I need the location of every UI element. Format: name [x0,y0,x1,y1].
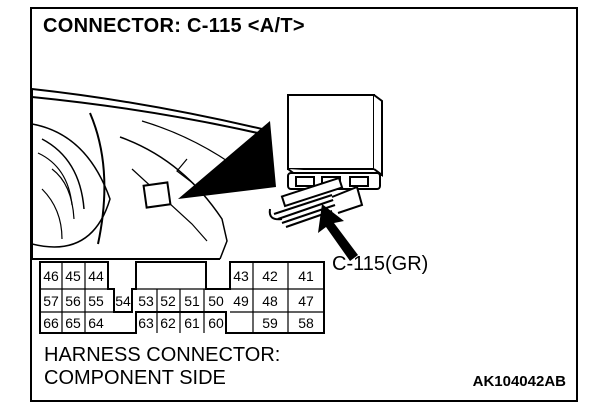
pin-label: 42 [262,268,278,284]
pointer-arrow [318,204,358,261]
pin-label: 49 [233,293,249,309]
pin-label: 53 [138,293,154,309]
caption-line-2: COMPONENT SIDE [44,367,226,389]
pin-label: 63 [138,315,154,331]
pin-label: 62 [160,315,176,331]
pin-label: 45 [65,268,81,284]
pin-label: 58 [298,315,314,331]
pin-label: 52 [160,293,176,309]
pin-label: 59 [262,315,278,331]
dashboard-illustration [32,87,263,260]
figure-code: AK104042AB [472,373,566,390]
pin-label: 61 [184,315,200,331]
pin-label: 66 [43,315,59,331]
pin-label: 65 [65,315,81,331]
pin-label: 47 [298,293,314,309]
pin-label: 51 [184,293,200,309]
harness-connector-face [39,261,325,334]
pin-label: 43 [233,268,249,284]
diagram-frame: CONNECTOR: C-115 <A/T> [30,7,578,402]
connector-callout-label: C-115(GR) [332,253,429,275]
pin-label: 64 [88,315,104,331]
pin-label: 56 [65,293,81,309]
pin-label: 55 [88,293,104,309]
location-wedge [178,121,276,199]
pin-label: 41 [298,268,314,284]
diagram-title: CONNECTOR: C-115 <A/T> [43,15,305,37]
pin-label: 46 [43,268,59,284]
caption-line-1: HARNESS CONNECTOR: [44,344,281,366]
control-module [268,94,383,228]
pin-label: 60 [208,315,224,331]
pin-labels: 46 45 44 57 56 55 66 65 64 54 53 52 51 5… [43,268,314,331]
pin-label: 50 [208,293,224,309]
pin-label: 54 [115,293,131,309]
pin-label: 44 [88,268,104,284]
pin-label: 48 [262,293,278,309]
diagram-artwork: 46 45 44 57 56 55 66 65 64 54 53 52 51 5… [32,87,383,334]
pin-label: 57 [43,293,59,309]
